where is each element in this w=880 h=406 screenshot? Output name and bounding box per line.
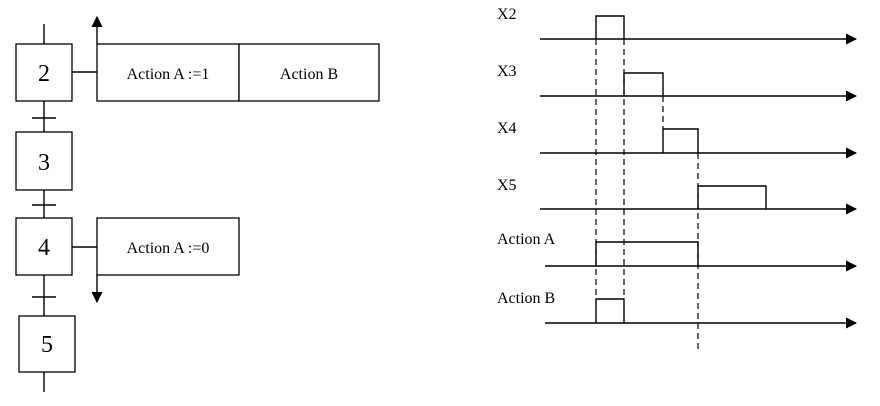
step-2-action-a: Action A :=1 (96, 43, 240, 102)
step-2-action-a-text: Action A :=1 (127, 66, 210, 83)
signal-label-x2: X2 (497, 6, 517, 23)
grafcet: 2 3 4 5 Action A :=1 Action B (15, 15, 380, 392)
step-2-action-b: Action B (238, 43, 380, 102)
pulse-x4 (662, 128, 699, 153)
step-3: 3 (15, 131, 73, 191)
step-4: 4 (15, 217, 73, 276)
signal-label-x5: X5 (497, 177, 517, 194)
signal-label-x4: X4 (497, 120, 517, 137)
step-4-action-a: Action A :=0 (96, 217, 240, 276)
pulse-action-b (595, 298, 625, 323)
pulse-action-a (595, 241, 699, 266)
chronogram: X2 X3 X4 X5 Action A Action B (497, 6, 858, 352)
step-2: 2 (15, 43, 73, 102)
pulse-x2 (595, 15, 625, 39)
step-2-label: 2 (38, 61, 50, 87)
step-5: 5 (18, 315, 76, 373)
step-2-action-b-text: Action B (280, 66, 338, 83)
step-3-label: 3 (38, 150, 50, 176)
step-4-action-a-text: Action A :=0 (127, 240, 210, 257)
signal-label-action-b: Action B (497, 290, 555, 307)
pulse-x3 (623, 72, 664, 96)
step-5-label: 5 (41, 332, 53, 358)
pulse-x5 (697, 185, 767, 209)
signal-label-action-a: Action A (497, 231, 556, 248)
step-4-label: 4 (38, 235, 50, 261)
signal-label-x3: X3 (497, 63, 517, 80)
